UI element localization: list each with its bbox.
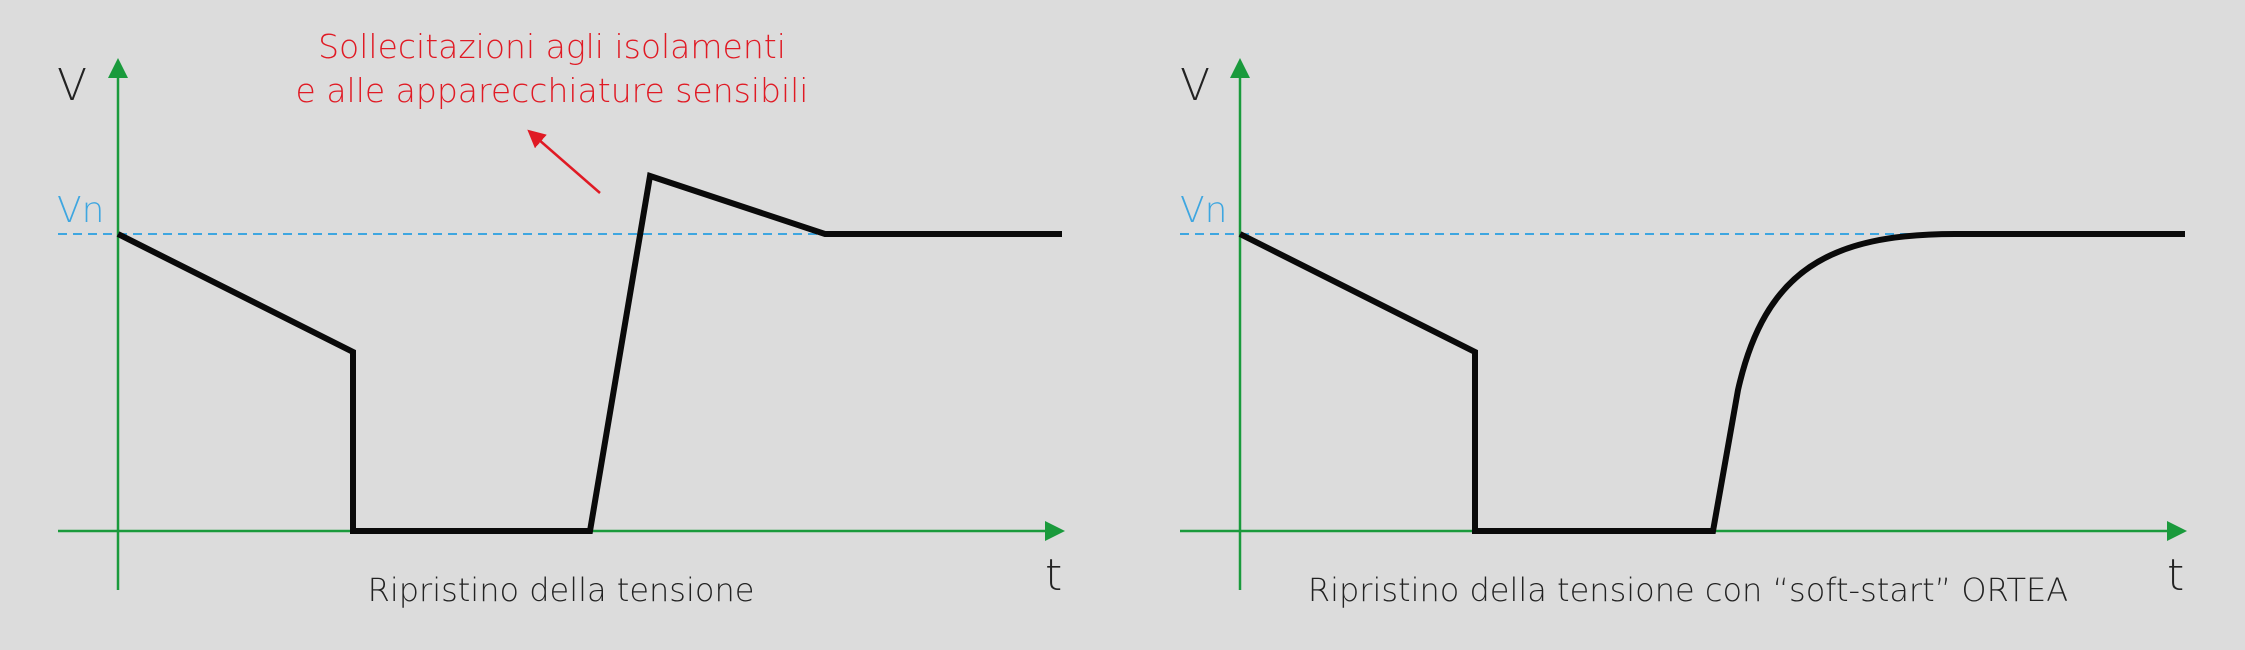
panel-standard-restoration: V Vn t Ripristino della tensione Solleci…	[57, 27, 1065, 609]
panel-caption: Ripristino della tensione con “soft-star…	[1308, 571, 2068, 609]
x-axis-label: t	[2167, 550, 2184, 601]
y-axis-arrow	[1230, 58, 1250, 78]
x-axis-label: t	[1045, 550, 1062, 601]
voltage-waveform-soft-start	[1238, 231, 2185, 534]
stress-annotation-line1: Sollecitazioni agli isolamenti	[318, 27, 786, 66]
stress-annotation-line2: e alle apparecchiature sensibili	[296, 71, 809, 110]
nominal-voltage-label: Vn	[57, 190, 104, 231]
nominal-voltage-label: Vn	[1180, 190, 1227, 231]
panel-soft-start-restoration: V Vn t Ripristino della tensione con “so…	[1180, 58, 2187, 609]
x-axis-arrow	[1045, 521, 1065, 541]
y-axis-arrow	[108, 58, 128, 78]
voltage-waveform-overshoot	[116, 172, 1062, 534]
annotation-arrow	[527, 129, 601, 194]
y-axis-label: V	[1180, 60, 1210, 111]
y-axis-label: V	[57, 60, 87, 111]
panel-caption: Ripristino della tensione	[368, 571, 755, 609]
x-axis-arrow	[2167, 521, 2187, 541]
